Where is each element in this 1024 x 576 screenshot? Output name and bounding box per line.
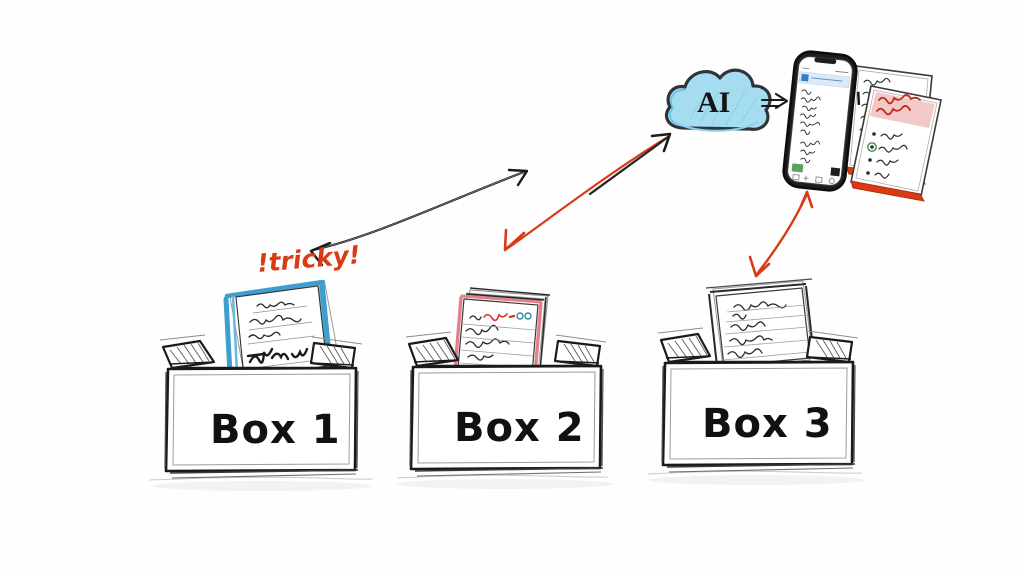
arrow-box2-to-cloud: [503, 132, 672, 252]
box-2-carton: [405, 331, 607, 477]
arrow-cloud-to-phone: [761, 92, 789, 110]
ai-cloud-label: AI: [697, 86, 730, 119]
arrow-box3-to-phone: [748, 190, 814, 278]
box-3-carton: [657, 327, 859, 473]
paper-sheet-front: [850, 85, 942, 202]
arrow-box1-to-upper-right: [309, 168, 529, 267]
box-3-note-card: [705, 278, 815, 369]
box-1-label: Box 1: [210, 407, 341, 453]
box-2-note-card: [453, 287, 551, 376]
smartphone[interactable]: [782, 50, 861, 192]
cloud-icon: [664, 68, 772, 132]
box-2-label: Box 2: [454, 405, 585, 451]
box-3-label: Box 3: [702, 401, 833, 447]
tricky-annotation: !tricky!: [256, 240, 362, 278]
box-1-carton: [159, 334, 363, 479]
